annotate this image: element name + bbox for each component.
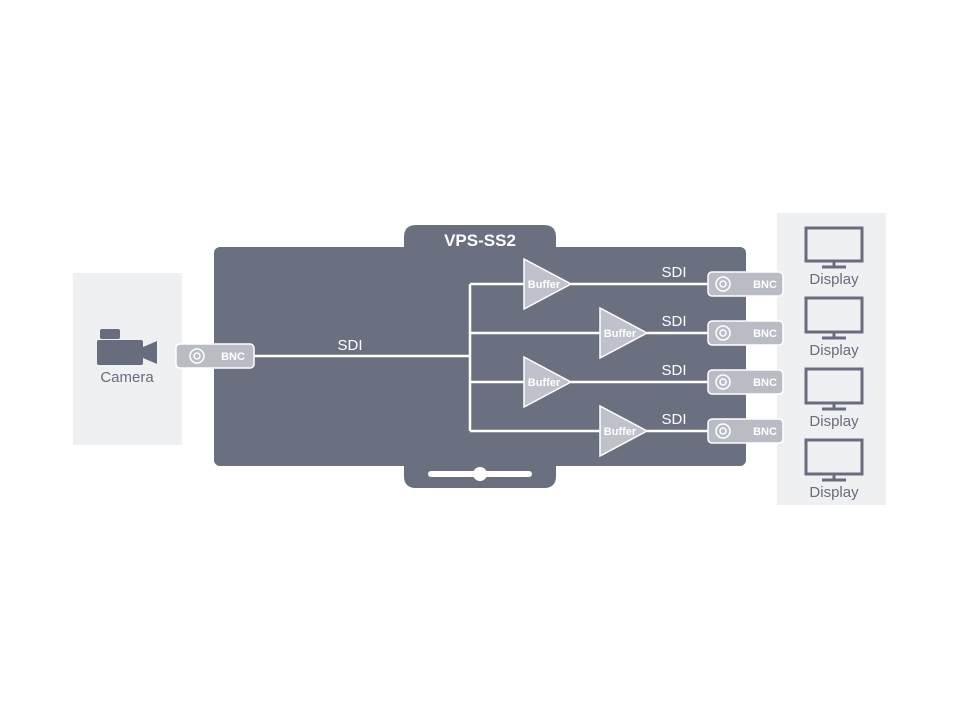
camera-label: Camera bbox=[100, 369, 154, 386]
buffer-label: Buffer bbox=[604, 426, 637, 438]
bnc-jack-icon bbox=[189, 348, 205, 364]
output-branch-1: Buffer SDI BNC bbox=[470, 257, 784, 311]
buffer-amplifier bbox=[599, 404, 649, 458]
buffer-amplifier bbox=[599, 306, 649, 360]
monitor-icon bbox=[804, 226, 864, 269]
buffer-amplifier bbox=[523, 355, 573, 409]
display-label: Display bbox=[809, 342, 859, 359]
display-2: Display bbox=[804, 296, 864, 359]
output-bnc-connector[interactable]: BNC bbox=[707, 271, 784, 297]
output-bnc-connector[interactable]: BNC bbox=[707, 369, 784, 395]
bnc-jack-icon bbox=[715, 276, 731, 292]
connector-label: BNC bbox=[753, 279, 777, 291]
output-branch-2: Buffer SDI BNC bbox=[470, 306, 784, 360]
monitor-icon bbox=[804, 367, 864, 411]
display-label: Display bbox=[809, 413, 859, 430]
bnc-jack-icon bbox=[715, 423, 731, 439]
output-signal-label: SDI bbox=[661, 362, 686, 379]
monitor-icon bbox=[804, 438, 864, 482]
output-signal-label: SDI bbox=[661, 411, 686, 428]
buffer-label: Buffer bbox=[528, 279, 561, 291]
buffer-label: Buffer bbox=[528, 377, 561, 389]
connector-label: BNC bbox=[753, 377, 777, 389]
connector-label: BNC bbox=[753, 426, 777, 438]
bnc-jack-icon bbox=[715, 325, 731, 341]
connector-label: BNC bbox=[753, 328, 777, 340]
device-body bbox=[214, 225, 746, 488]
display-label: Display bbox=[809, 484, 859, 501]
display-panel bbox=[777, 213, 886, 505]
display-1: Display bbox=[804, 226, 864, 288]
device-title: VPS-SS2 bbox=[444, 231, 516, 250]
output-signal-label: SDI bbox=[661, 264, 686, 281]
display-label: Display bbox=[809, 271, 859, 288]
output-bnc-connector[interactable]: BNC bbox=[707, 320, 784, 346]
output-branch-4: Buffer SDI BNC bbox=[470, 404, 784, 458]
monitor-icon bbox=[804, 296, 864, 340]
mounting-slot bbox=[428, 467, 532, 481]
input-signal-label: SDI bbox=[337, 337, 362, 354]
connector-label: BNC bbox=[221, 351, 245, 363]
display-4: Display bbox=[804, 438, 864, 501]
buffer-amplifier bbox=[523, 257, 573, 311]
output-bnc-connector[interactable]: BNC bbox=[707, 418, 784, 444]
bnc-jack-icon bbox=[715, 374, 731, 390]
output-signal-label: SDI bbox=[661, 313, 686, 330]
video-camera-icon bbox=[97, 329, 157, 365]
buffer-label: Buffer bbox=[604, 328, 637, 340]
output-branch-3: Buffer SDI BNC bbox=[470, 355, 784, 409]
input-bnc-connector[interactable]: BNC bbox=[175, 343, 255, 369]
display-3: Display bbox=[804, 367, 864, 430]
